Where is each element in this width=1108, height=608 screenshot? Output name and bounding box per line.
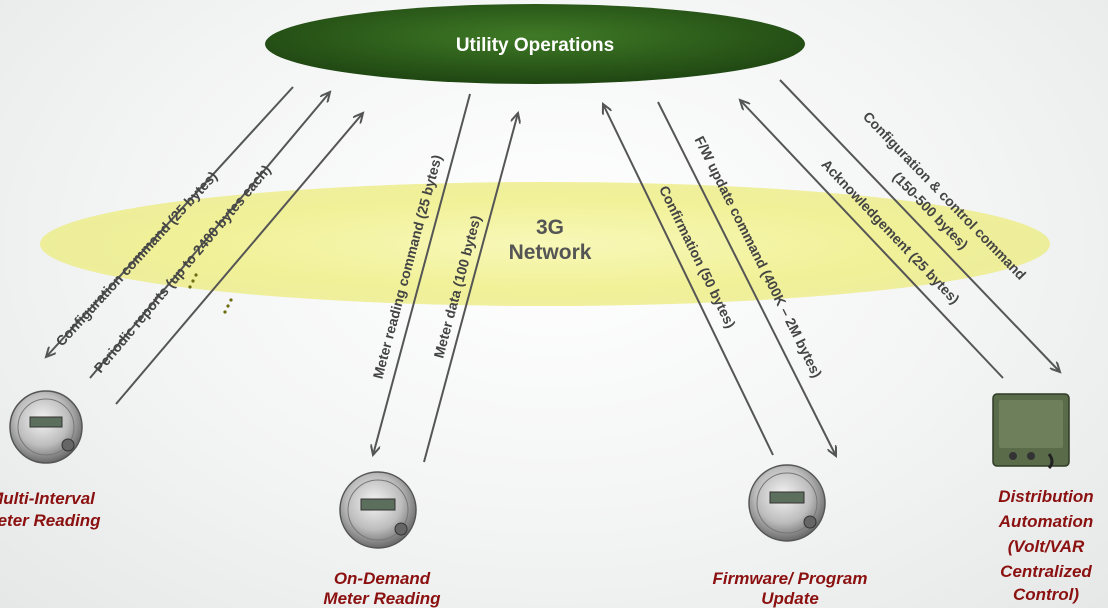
device-label-line: On-Demand [334,569,431,588]
smart-meter-icon [748,464,826,542]
device-label-line: Multi-Interval [0,489,96,508]
device-label-line: Meter Reading [0,511,101,530]
arrow-configuration-control-command [779,79,1060,372]
controller-box-icon [992,393,1070,470]
device-label-line: Automation [998,512,1093,531]
arrow-confirmation [603,104,774,456]
ellipsis-dots-icon [188,273,233,314]
smart-meter-icon [9,390,83,464]
arrow-meter-data [423,113,518,463]
device-label-line: (Volt/VAR [1008,537,1085,556]
device-label-line: Distribution [998,487,1093,506]
3g-network: 3G Network [40,182,1050,306]
arrow-configuration-command [46,86,294,357]
arrow-periodic-reports [89,92,330,379]
device-label-line: Firmware/ Program [713,569,868,588]
device-label-line: Meter Reading [323,589,441,608]
utility-operations-node: Utility Operations [265,4,805,84]
utility-operations-label: Utility Operations [456,35,614,56]
device-label-line: Control) [1013,585,1079,604]
device-label-multi-interval: Multi-Interval Meter Reading [0,489,101,530]
smart-meter-icon [339,471,417,549]
arrow-meter-reading-command [373,93,471,455]
device-label-line: Centralized [1000,562,1092,581]
network-line2: Network [509,241,592,264]
network-line1: 3G [536,216,564,239]
arrow-fw-update-command [657,101,836,456]
arrow-acknowledgement [740,100,1004,379]
device-label-on-demand: On-Demand Meter Reading [323,569,441,608]
device-label-line: Update [761,589,819,608]
device-label-distribution-automation: Distribution Automation (Volt/VAR Centra… [998,487,1094,604]
arrow-periodic-reports-2 [115,113,363,405]
device-label-firmware: Firmware/ Program Update [713,569,868,608]
